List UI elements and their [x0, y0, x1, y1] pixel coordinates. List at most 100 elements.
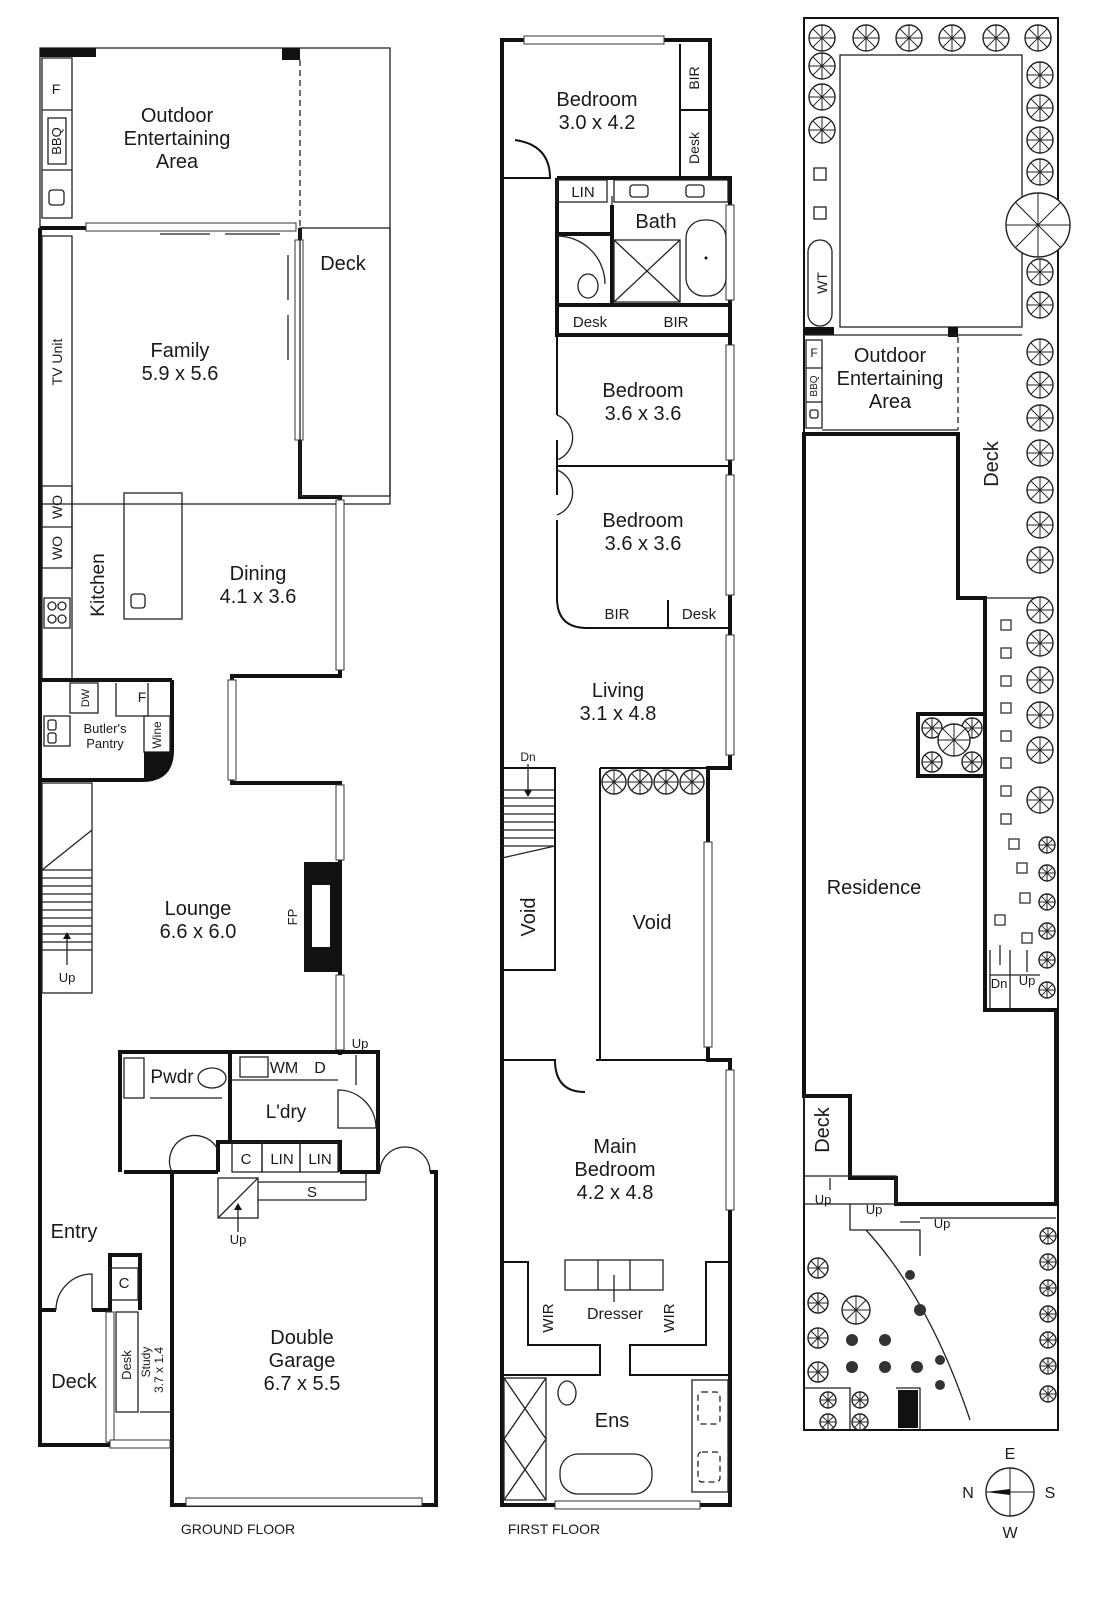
bbq-label: BBQ	[49, 127, 64, 154]
site-up-label: Up	[815, 1192, 832, 1207]
svg-text:Area: Area	[869, 391, 912, 413]
bedroom-1-walls	[502, 44, 710, 179]
bir-label: BIR	[663, 314, 688, 331]
laundry-up-label: Up	[352, 1036, 369, 1051]
tree-icon	[808, 83, 836, 111]
study-window	[105, 1311, 115, 1443]
dining-window	[335, 499, 345, 671]
outdoor-post	[40, 48, 96, 57]
svg-text:Garage: Garage	[269, 1350, 336, 1372]
ensuite-shower	[503, 1377, 547, 1501]
void-planter-trees	[601, 769, 705, 795]
rear-lawn	[839, 54, 1023, 328]
tree-icon	[1026, 158, 1054, 186]
tree-icon	[1026, 371, 1054, 399]
tree-icon	[937, 723, 971, 757]
outdoor-post	[282, 48, 300, 60]
pantry-walls	[40, 678, 174, 782]
tree-icon	[1038, 951, 1056, 969]
svg-text:3.7 x 1.4: 3.7 x 1.4	[152, 1347, 166, 1393]
entry-door-swing	[55, 1273, 93, 1311]
shrub-icon	[846, 1334, 858, 1346]
cooktop	[43, 597, 71, 629]
ensuite-toilet	[557, 1380, 577, 1406]
tree-icon	[627, 769, 653, 795]
tree-icon	[807, 1292, 829, 1314]
butlers-pantry-label: Butler's	[84, 721, 127, 736]
site-down-label: Dn	[991, 976, 1008, 991]
tree-icon	[808, 116, 836, 144]
compass-south: S	[1045, 1485, 1056, 1502]
site-up-label: Up	[866, 1202, 883, 1217]
site-up-label: Up	[1019, 973, 1036, 988]
site-labels: WT F BBQ Outdoor Entertaining Area Deck …	[809, 272, 1035, 1231]
washing-machine-label: WM	[270, 1060, 298, 1077]
tree-icon	[1026, 736, 1054, 764]
shrub-icon	[935, 1355, 945, 1365]
tree-icon	[1026, 666, 1054, 694]
first-stairs-treads	[501, 789, 556, 859]
tree-icon	[1026, 546, 1054, 574]
bath-label: Bath	[635, 211, 676, 233]
tree-icon	[1024, 24, 1052, 52]
laundry-label: L'dry	[266, 1102, 307, 1123]
desk-label: Desk	[682, 606, 717, 623]
tree-icon	[1026, 701, 1054, 729]
family-label: Family	[151, 340, 210, 362]
tree-icon	[1026, 126, 1054, 154]
outdoor-fridge-label: F	[52, 81, 61, 97]
pantry-corner	[144, 752, 170, 778]
compass-north: N	[962, 1485, 974, 1502]
tree-icon	[1026, 291, 1054, 319]
bedroom-1-size: 3.0 x 4.2	[559, 112, 636, 134]
stair-void-label: Void	[518, 898, 540, 937]
tree-icon	[938, 24, 966, 52]
study-label: Study	[139, 1347, 153, 1378]
desk-label: Desk	[119, 1350, 134, 1380]
bath-vanity	[613, 179, 729, 203]
tree-icon	[982, 24, 1010, 52]
tree-icon	[1039, 1385, 1057, 1403]
washing-machine	[239, 1056, 269, 1078]
tree-icon	[895, 24, 923, 52]
tree-icon	[1026, 338, 1054, 366]
site-plan	[802, 17, 1059, 1431]
tree-icon	[1026, 404, 1054, 432]
svg-text:Area: Area	[156, 151, 199, 173]
desk-label: Desk	[686, 131, 702, 164]
tree-icon	[819, 1413, 837, 1431]
powder-label: Pwdr	[150, 1067, 194, 1088]
island-sink	[130, 593, 146, 609]
front-deck-label: Deck	[51, 1371, 98, 1393]
powder-toilet	[197, 1067, 227, 1089]
dishwasher-outline	[69, 682, 99, 714]
residence-label: Residence	[827, 877, 922, 899]
tree-icon	[1026, 439, 1054, 467]
bedroom-3-label: Bedroom	[602, 510, 683, 532]
tree-icon	[961, 751, 983, 773]
tree-icon	[1039, 1331, 1057, 1349]
tree-icon	[653, 769, 679, 795]
compass: N S E W	[962, 1446, 1055, 1542]
tree-icon	[1039, 1227, 1057, 1245]
family-size: 5.9 x 5.6	[142, 363, 219, 385]
tv-unit-label: TV Unit	[49, 339, 65, 386]
family-sliding-door	[85, 222, 297, 232]
tree-icon	[601, 769, 627, 795]
tree-icon	[851, 1413, 869, 1431]
north-arrow-icon	[986, 1489, 1010, 1495]
dishwasher-label: DW	[80, 688, 92, 707]
garage-door-swing	[379, 1146, 431, 1173]
tree-icon	[1026, 629, 1054, 657]
courtyard	[916, 712, 987, 778]
laundry-cupboard-label: C	[241, 1151, 252, 1168]
garage-door	[185, 1497, 423, 1507]
living-size: 3.1 x 4.8	[580, 703, 657, 725]
tree-icon	[852, 24, 880, 52]
storage-label: S	[307, 1184, 317, 1201]
site-front-deck-label: Deck	[812, 1106, 834, 1153]
tree-icon	[807, 1257, 829, 1279]
tree-icon	[1039, 1305, 1057, 1323]
svg-text:Entertaining: Entertaining	[124, 128, 231, 150]
